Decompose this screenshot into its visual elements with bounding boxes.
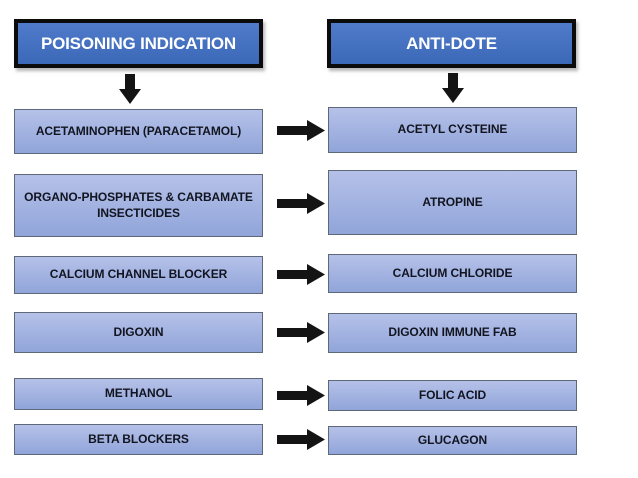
antidote-box: DIGOXIN IMMUNE FAB [328, 313, 577, 353]
right-arrow-icon [277, 322, 325, 343]
antidote-label: DIGOXIN IMMUNE FAB [388, 325, 517, 340]
poisoning-indication-header: POISONING INDICATION [14, 19, 263, 68]
antidote-label: FOLIC ACID [418, 387, 487, 402]
antidote-label: ACETYL CYSTEINE [397, 122, 508, 137]
antidote-header-label: ANTI-DOTE [406, 33, 497, 53]
antidote-label: CALCIUM CHLORIDE [392, 265, 513, 280]
poisoning-indication-header-label: POISONING INDICATION [41, 33, 236, 53]
poison-label: METHANOL [104, 386, 173, 401]
antidote-box: ATROPINE [328, 170, 577, 235]
antidote-label: ATROPINE [422, 194, 483, 209]
poison-label: DIGOXIN [113, 324, 164, 339]
antidote-header: ANTI-DOTE [327, 19, 576, 68]
antidote-box: ACETYL CYSTEINE [328, 107, 577, 153]
right-arrow-icon [277, 385, 325, 406]
poison-label: ORGANO-PHOSPHATES & CARBAMATE INSECTICID… [24, 189, 253, 220]
antidote-label: GLUCAGON [417, 432, 488, 447]
poison-box: ACETAMINOPHEN (PARACETAMOL) [14, 109, 263, 154]
poison-box: BETA BLOCKERS [14, 424, 263, 455]
right-arrow-icon [277, 264, 325, 285]
right-arrow-icon [277, 193, 325, 214]
poison-box: ORGANO-PHOSPHATES & CARBAMATE INSECTICID… [14, 174, 263, 237]
down-arrow-icon [442, 73, 464, 103]
antidote-box: FOLIC ACID [328, 380, 577, 411]
poison-label: ACETAMINOPHEN (PARACETAMOL) [35, 123, 242, 138]
right-arrow-icon [277, 120, 325, 141]
poison-box: METHANOL [14, 378, 263, 410]
down-arrow-icon [119, 74, 141, 104]
poison-box: DIGOXIN [14, 312, 263, 353]
poison-label: CALCIUM CHANNEL BLOCKER [49, 267, 228, 282]
right-arrow-icon [277, 429, 325, 450]
antidote-box: CALCIUM CHLORIDE [328, 254, 577, 293]
poison-label: BETA BLOCKERS [88, 431, 189, 446]
poison-box: CALCIUM CHANNEL BLOCKER [14, 256, 263, 294]
antidote-box: GLUCAGON [328, 426, 577, 455]
